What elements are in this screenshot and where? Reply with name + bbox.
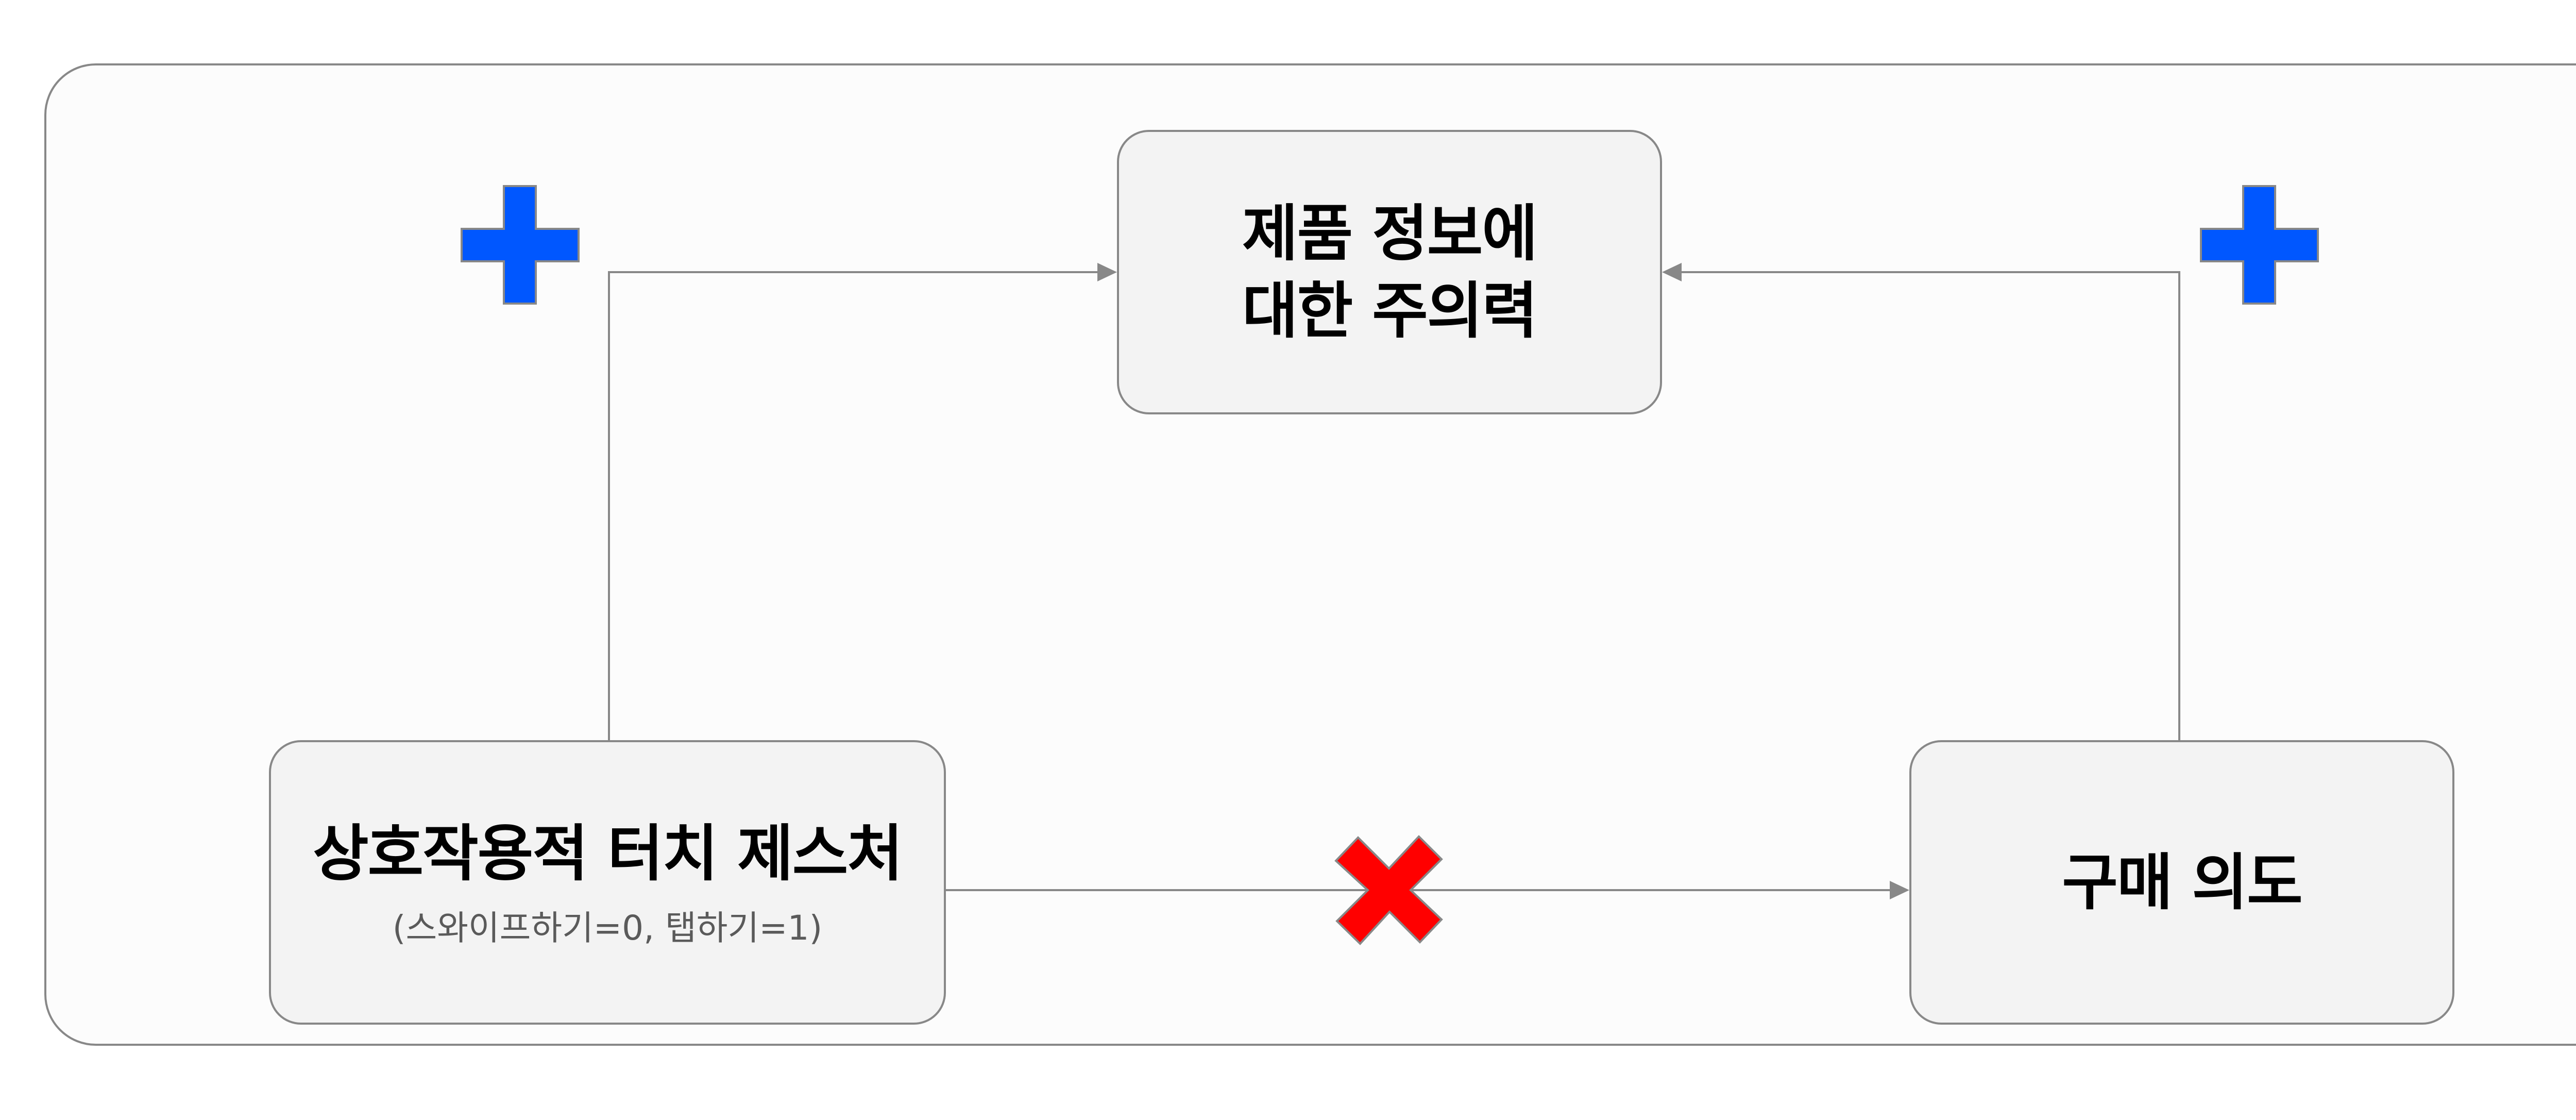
node-title: 상호작용적 터치 제스처: [313, 818, 903, 889]
node-purchase-intent: 구매 의도: [1909, 740, 2454, 1025]
node-attention-to-product-info: 제품 정보에 대한 주의력: [1117, 130, 1662, 414]
node-title: 제품 정보에: [1242, 198, 1538, 269]
node-title: 대한 주의력: [1242, 275, 1538, 346]
node-title: 구매 의도: [2062, 847, 2302, 918]
node-subtitle: (스와이프하기=0, 탭하기=1): [392, 908, 823, 948]
node-interactive-touch-gesture: 상호작용적 터치 제스처 (스와이프하기=0, 탭하기=1): [269, 740, 946, 1025]
